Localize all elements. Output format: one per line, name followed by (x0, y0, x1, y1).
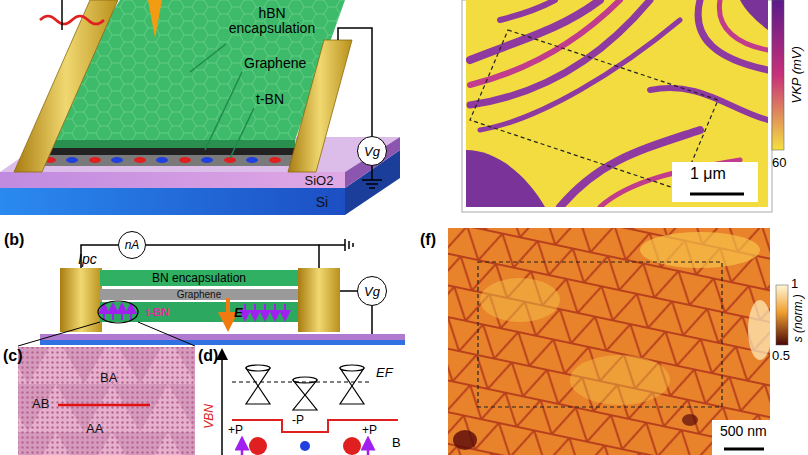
sphere-label: B (392, 436, 401, 450)
node-text: SiO2 (305, 174, 334, 187)
stacking-label: BA (100, 371, 117, 385)
meter-circle: nA (118, 231, 146, 259)
layer-band: t-BN (100, 302, 298, 322)
polarization-label: +P (228, 424, 243, 437)
stacking-label: AA (86, 422, 103, 436)
node-text: BN encapsulation (152, 272, 246, 284)
polarization-label: +P (362, 424, 377, 437)
layer-label: t-BN (256, 92, 284, 107)
energy-label: EF (376, 366, 393, 380)
layer-label: hBN encapsulation (222, 6, 322, 35)
meter-circle: Vg (357, 276, 387, 306)
field-label: E (234, 306, 243, 320)
scale-label: 1 μm (690, 166, 726, 183)
layer-band: SiO2 (296, 172, 342, 188)
panel-letter: (c) (3, 348, 23, 365)
node-text: Graphene (177, 290, 221, 300)
node-text: Vg (364, 145, 380, 158)
meter-circle: Vg (357, 136, 387, 166)
panel-letter: (f) (420, 232, 436, 249)
node-text: Vg (364, 285, 380, 298)
scale-label: 500 nm (720, 424, 767, 439)
layer-label: Graphene (244, 56, 306, 71)
panel-letter: (b) (4, 232, 24, 249)
axis-label: VBN (203, 404, 216, 429)
polarization-label: -P (292, 414, 304, 427)
current-label: Ipc (78, 252, 97, 267)
axis-label: VKP (mV) (790, 46, 804, 103)
node-text: nA (125, 239, 140, 251)
panel-letter: (d) (198, 348, 218, 365)
tick-label: 60 (772, 156, 786, 170)
layer-band: Si (305, 192, 339, 212)
tick-label: 0.5 (772, 349, 790, 363)
node-text: t-BN (146, 307, 169, 318)
layer-band: BN encapsulation (100, 270, 298, 286)
stacking-label: AB (32, 397, 49, 411)
node-text: Si (316, 195, 328, 209)
tick-label: 1 (791, 277, 798, 291)
axis-label: s (norm.) (792, 294, 805, 342)
layer-band: Graphene (100, 289, 298, 300)
